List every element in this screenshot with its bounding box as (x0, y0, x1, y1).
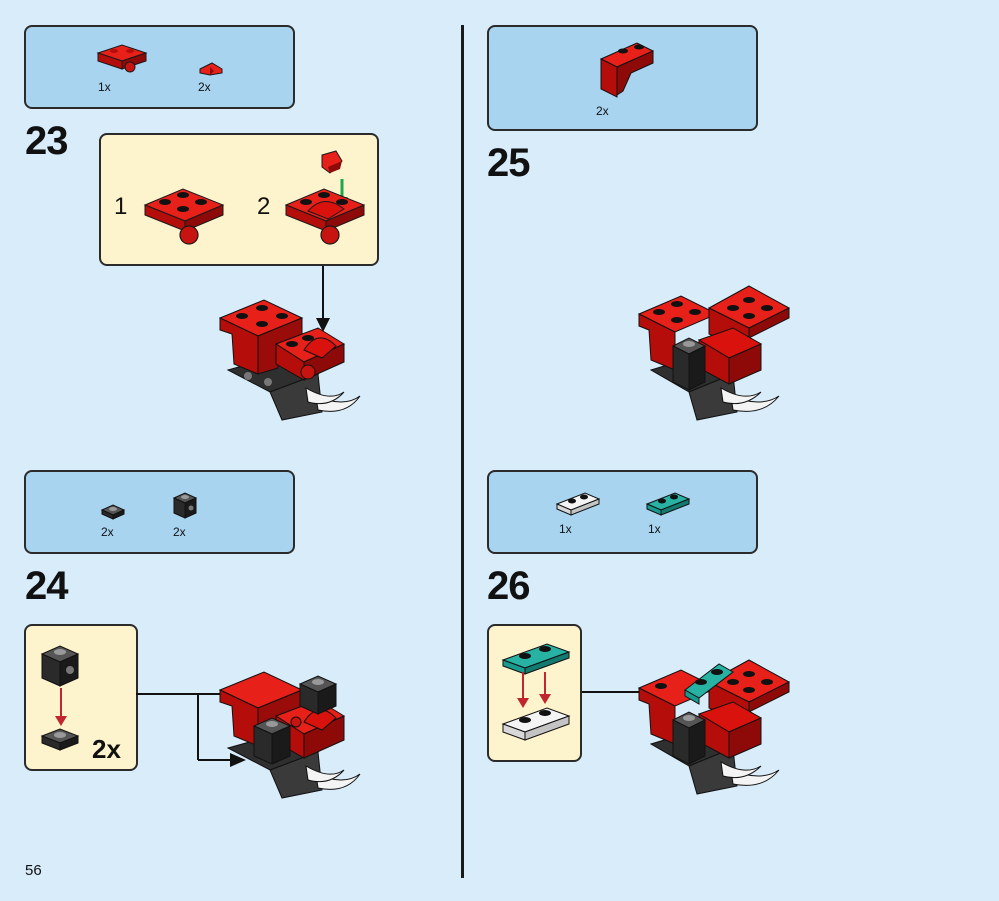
teal-plate-icon (645, 492, 691, 516)
red-arch-icon (599, 42, 655, 98)
step-26-parts-panel: 1x 1x (487, 470, 758, 554)
white-plate-icon (501, 707, 571, 741)
step-26-substep-panel (487, 624, 582, 762)
black-brick-icon (40, 645, 80, 687)
black-round-tile-icon (40, 728, 80, 751)
step-24-multiplier: 2x (92, 734, 121, 764)
step-24-model-illustration (218, 671, 361, 799)
substep-2-label: 2 (257, 193, 271, 220)
step-26-part-1-qty: 1x (559, 522, 572, 536)
substep-1-label: 1 (114, 193, 128, 220)
teal-plate-icon (501, 643, 571, 675)
step-24-part-1-qty: 2x (101, 525, 114, 539)
step-25-parts-panel: 2x (487, 25, 758, 131)
step-23-callout-arrow (316, 266, 330, 332)
page-divider (461, 25, 464, 878)
step-23-number: 23 (25, 119, 68, 163)
step-25-model-illustration (637, 285, 791, 421)
step-25-number: 25 (487, 141, 530, 185)
red-plate-with-slope-icon (284, 150, 366, 245)
step-23-substep-panel: 1 2 (99, 133, 379, 266)
step-24-part-2-qty: 2x (173, 525, 186, 539)
step-25-part-1-qty: 2x (596, 104, 609, 118)
down-arrows-icon (517, 672, 551, 708)
step-26-model-illustration (637, 659, 791, 795)
step-24-parts-panel: 2x 2x (24, 470, 295, 554)
black-round-tile-icon (100, 504, 126, 520)
step-23-parts-panel: 1x 2x (24, 25, 295, 109)
step-23-part-2-qty: 2x (198, 80, 211, 94)
red-plate-with-ball-icon (96, 44, 148, 73)
white-plate-icon (555, 492, 601, 516)
step-26-number: 26 (487, 564, 530, 608)
black-brick-icon (172, 492, 198, 519)
red-plate-with-ball-icon (143, 188, 225, 245)
step-24-substep-panel: 2x (24, 624, 138, 771)
red-slope-icon (199, 62, 223, 76)
step-23-model-illustration (218, 299, 361, 421)
step-26-part-2-qty: 1x (648, 522, 661, 536)
page-number: 56 (25, 862, 42, 879)
down-arrow-icon (55, 688, 67, 726)
step-23-part-1-qty: 1x (98, 80, 111, 94)
step-24-number: 24 (25, 564, 68, 608)
